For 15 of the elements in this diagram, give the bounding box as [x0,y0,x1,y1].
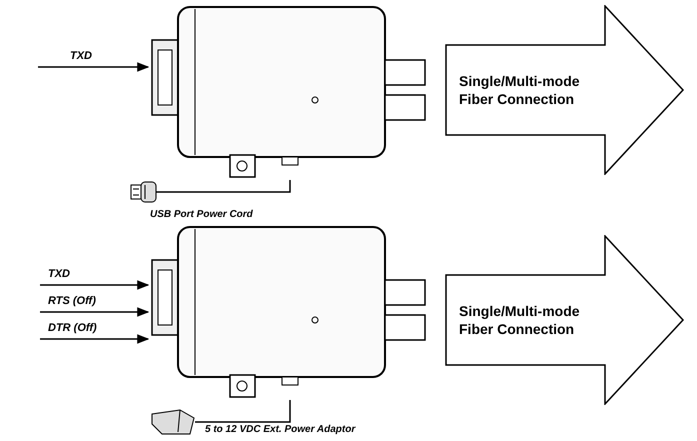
power-cable [195,400,291,423]
edge-label: RTS (Off) [48,295,96,308]
arrow-label: Single/Multi-mode Fiber Connection [459,302,581,338]
power-adapter-drawing [150,408,195,436]
signal-arrow [40,334,150,344]
edge-label: DTR (Off) [48,322,97,335]
power-cable [160,180,291,193]
block-arrow [445,235,685,405]
signal-arrow [40,307,150,317]
signal-arrow [38,62,150,72]
usb-plug-drawing [130,180,160,204]
block-arrow [445,5,685,175]
node-label: 5 to 12 VDC Ext. Power Adaptor [205,423,356,436]
arrow-label: Single/Multi-mode Fiber Connection [459,72,581,108]
signal-arrow [40,280,150,290]
